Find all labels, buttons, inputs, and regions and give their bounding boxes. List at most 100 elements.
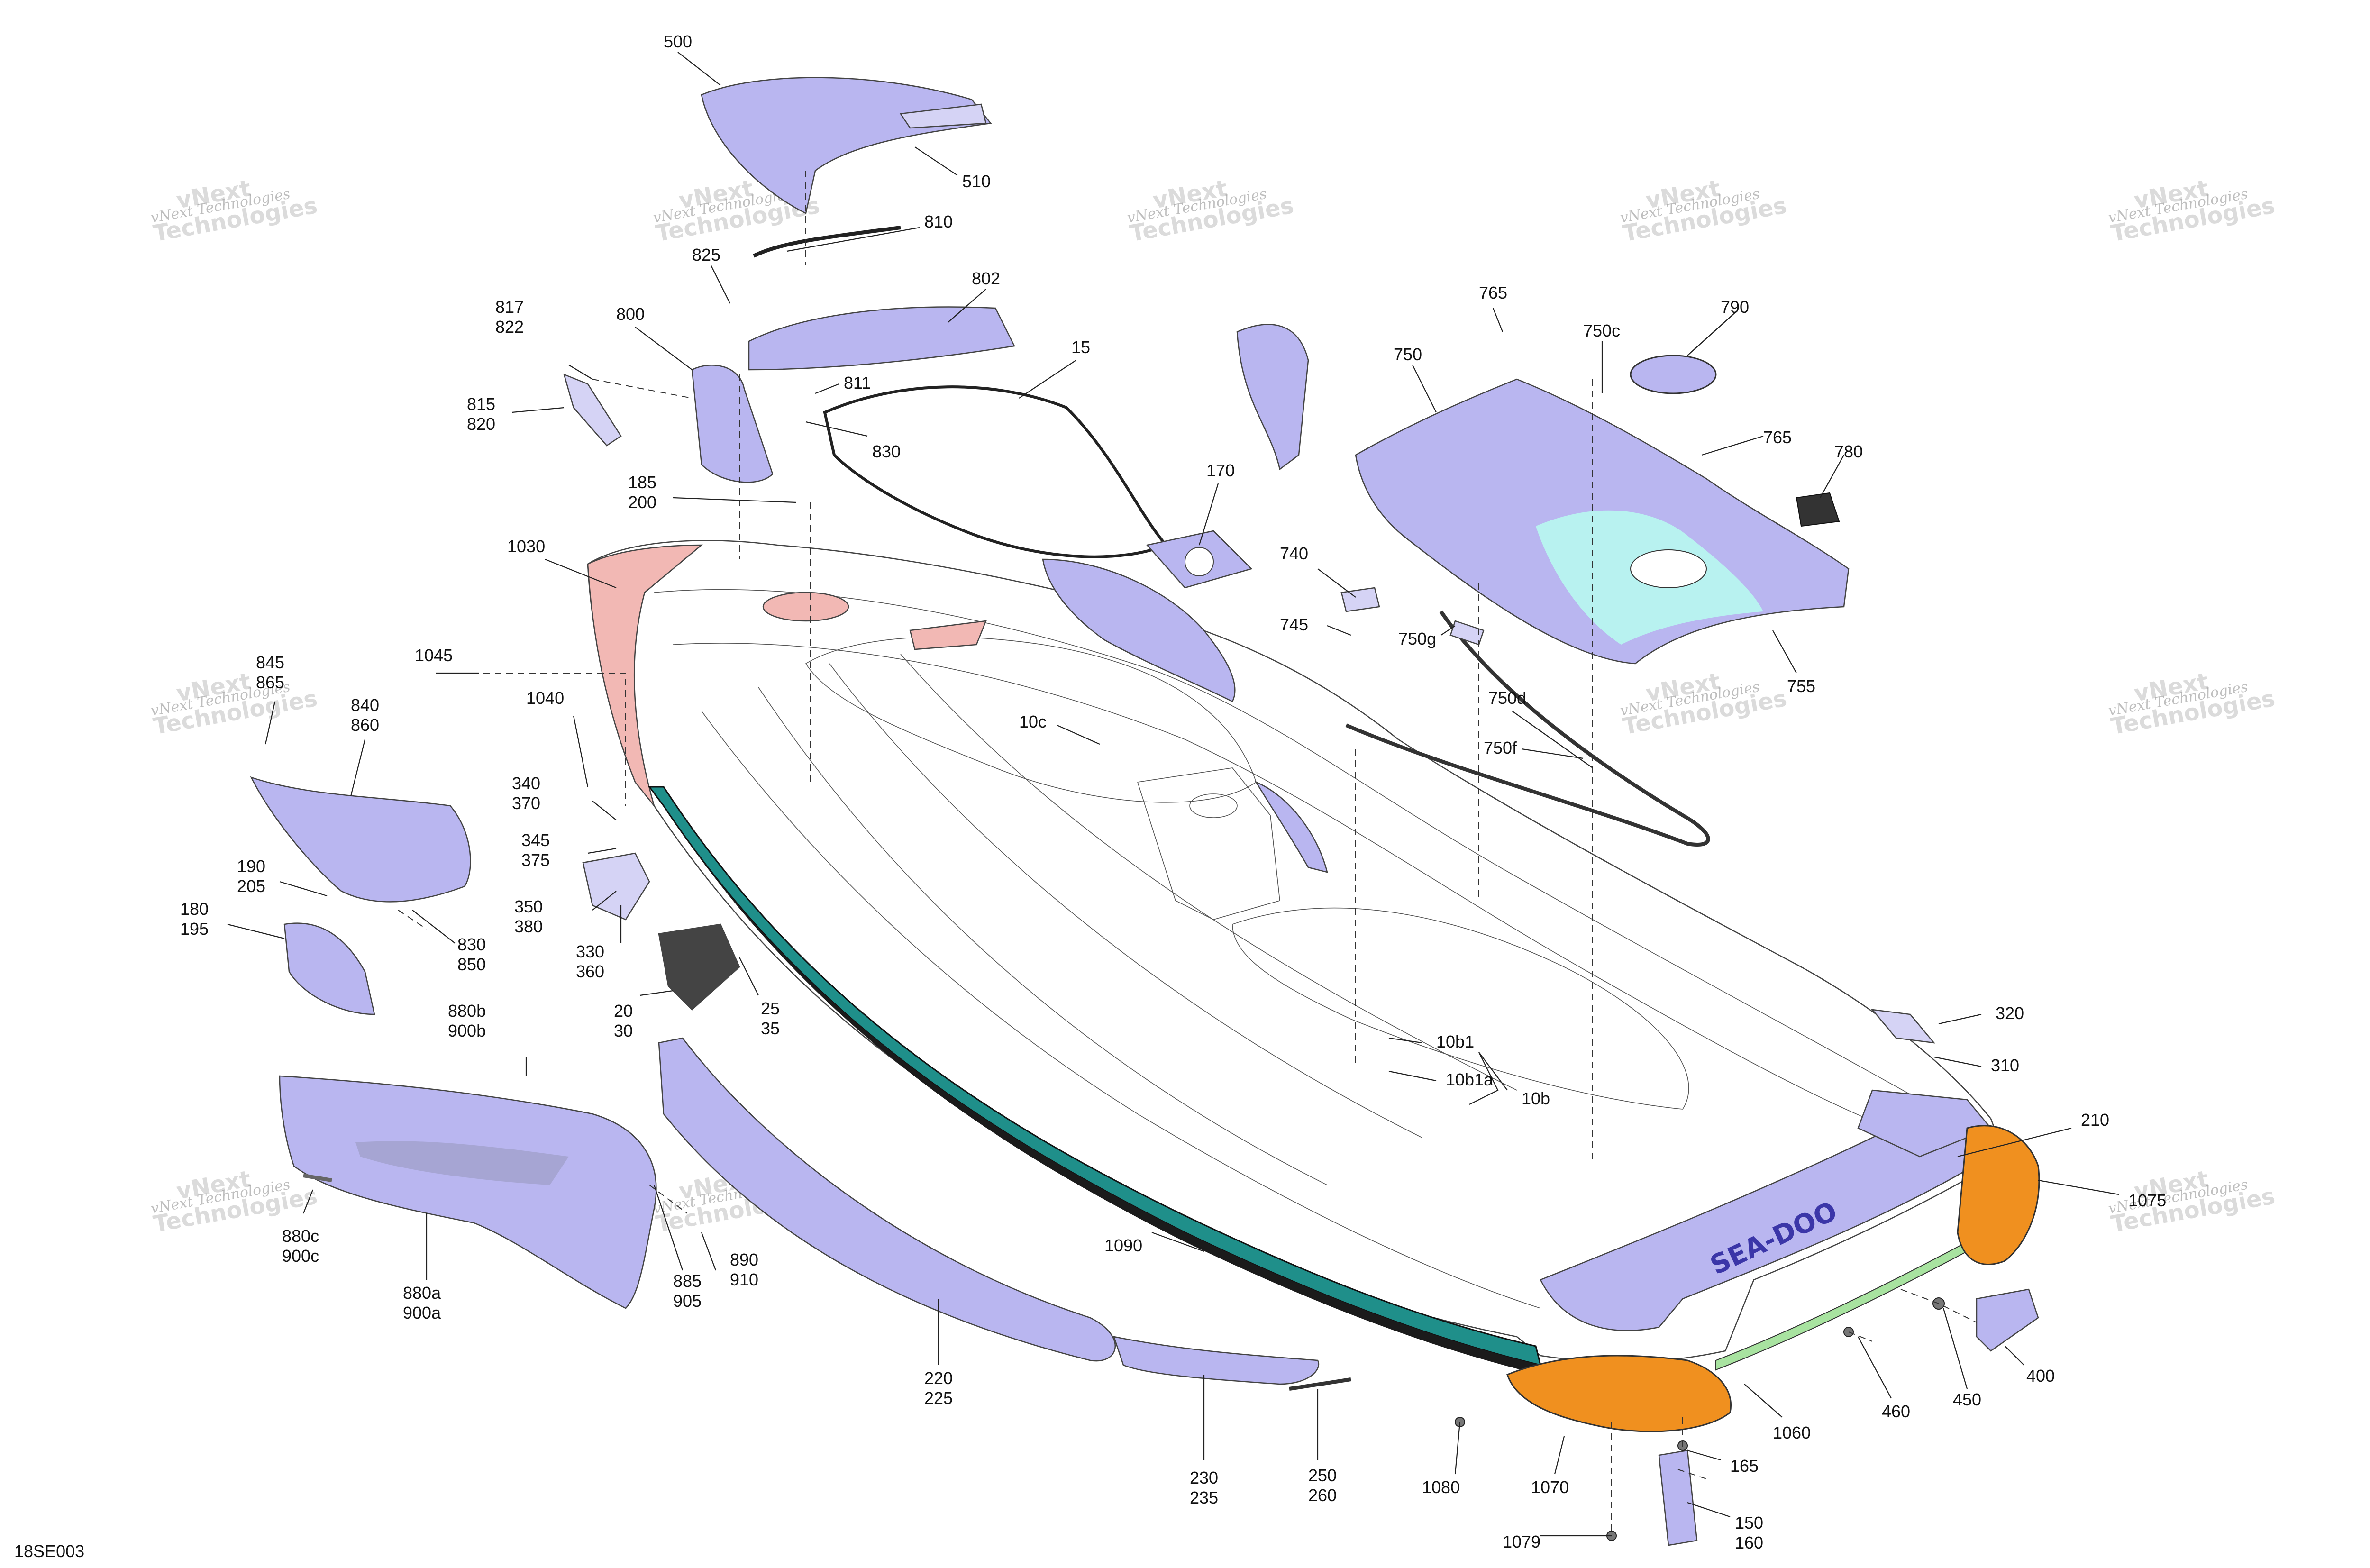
leader-line xyxy=(653,1185,684,1271)
leader-line xyxy=(677,52,721,86)
leader-line xyxy=(1327,625,1351,636)
leader-line xyxy=(1317,568,1356,598)
watermark: vNext Technologies vNext Technologies xyxy=(149,1166,319,1238)
diagram-code: 18SE003 xyxy=(14,1541,84,1561)
piece-20 xyxy=(658,923,740,1011)
side-panel-lavender xyxy=(1254,781,1328,873)
leader-line xyxy=(2005,1346,2024,1366)
leader-line xyxy=(1454,1422,1461,1475)
part-label: 10b1a xyxy=(1446,1070,1494,1089)
assembly-line xyxy=(592,379,693,399)
part-label: 750f xyxy=(1484,738,1517,757)
leader-line xyxy=(1492,308,1504,332)
leader-line xyxy=(815,383,839,394)
leader-line xyxy=(1388,1070,1437,1082)
leader-line xyxy=(711,265,730,304)
watermark: vNext Technologies vNext Technologies xyxy=(2107,175,2277,247)
leader-line xyxy=(1938,1013,1982,1025)
leader-line xyxy=(279,881,328,897)
leader-line xyxy=(1198,483,1219,546)
part-label: 802 xyxy=(972,269,1000,288)
watermark: vNext Technologies vNext Technologies xyxy=(652,175,821,247)
leader-line xyxy=(302,1189,314,1214)
front-bumper-pink xyxy=(587,544,703,806)
part-label: 10b xyxy=(1522,1089,1550,1108)
part-label: 1045 xyxy=(415,646,453,665)
part-label: 170 xyxy=(1206,461,1235,480)
leader-line xyxy=(264,701,276,745)
leader-line xyxy=(350,739,366,797)
part-label: 210 xyxy=(2081,1110,2109,1130)
part-label: 320 xyxy=(1996,1003,2024,1023)
leader-line xyxy=(568,365,593,380)
part-label: 1040 xyxy=(526,688,564,708)
leader-line xyxy=(786,227,920,252)
part-label: 165 xyxy=(1730,1456,1759,1476)
mat-220 xyxy=(658,1037,1116,1362)
leader-lines xyxy=(227,52,2119,1537)
clip-880c xyxy=(303,1174,332,1182)
watermark: vNext Technologies vNext Technologies xyxy=(149,175,319,247)
leader-line xyxy=(1412,365,1437,413)
part-label: 460 xyxy=(1882,1402,1910,1421)
part-label: 400 xyxy=(2026,1366,2055,1386)
part-label: 10c xyxy=(1019,712,1047,731)
hull-inner-line xyxy=(654,589,1920,1100)
part-label: 510 xyxy=(962,172,991,191)
leader-line xyxy=(1469,1052,1508,1105)
leader-line xyxy=(1744,1384,1783,1418)
leader-line xyxy=(1957,1127,2072,1158)
part-label: 1080 xyxy=(1422,1477,1460,1497)
hull-footwell xyxy=(1232,907,1689,1110)
leader-line xyxy=(1933,1056,1982,1067)
part-label: 750c xyxy=(1583,321,1620,340)
part-label: 811 xyxy=(844,373,871,392)
leader-line xyxy=(805,421,868,437)
part-label: 800 xyxy=(616,304,645,324)
leader-line xyxy=(1440,625,1456,636)
console-opening xyxy=(909,620,987,650)
leader-line xyxy=(639,990,674,996)
leader-line xyxy=(1687,1502,1731,1518)
leader-line xyxy=(412,910,456,944)
side-rail-teal xyxy=(648,786,1542,1367)
part-label: 750d xyxy=(1488,688,1526,708)
tray-750-opening xyxy=(1630,549,1707,588)
rear-platform-right xyxy=(1857,1089,1992,1158)
panel-840 xyxy=(250,776,471,903)
watermark: vNext Technologies vNext Technologies xyxy=(1619,175,1788,247)
leader-line xyxy=(1687,1449,1721,1461)
part-label: 810 xyxy=(924,212,953,231)
leader-line xyxy=(2038,1179,2119,1195)
part-label: 10b1 xyxy=(1436,1032,1474,1051)
bracket-510 xyxy=(899,103,987,129)
hull-inner-line xyxy=(758,687,1328,1185)
watermark: vNext Technologies vNext Technologies xyxy=(1126,175,1295,247)
part-label: 1060 xyxy=(1773,1423,1811,1442)
part-label: 1079 xyxy=(1503,1532,1540,1551)
hull-body: SEA-DOO xyxy=(587,540,2040,1432)
part-label: 790 xyxy=(1721,297,1749,317)
part-label: 745 xyxy=(1280,615,1308,634)
panel-880a-shade xyxy=(356,1141,569,1185)
hull-inner-line xyxy=(829,663,1422,1138)
watermark: vNext Technologies vNext Technologies xyxy=(1619,668,1788,740)
part-label: 500 xyxy=(664,32,692,51)
leader-line xyxy=(1019,360,1076,399)
